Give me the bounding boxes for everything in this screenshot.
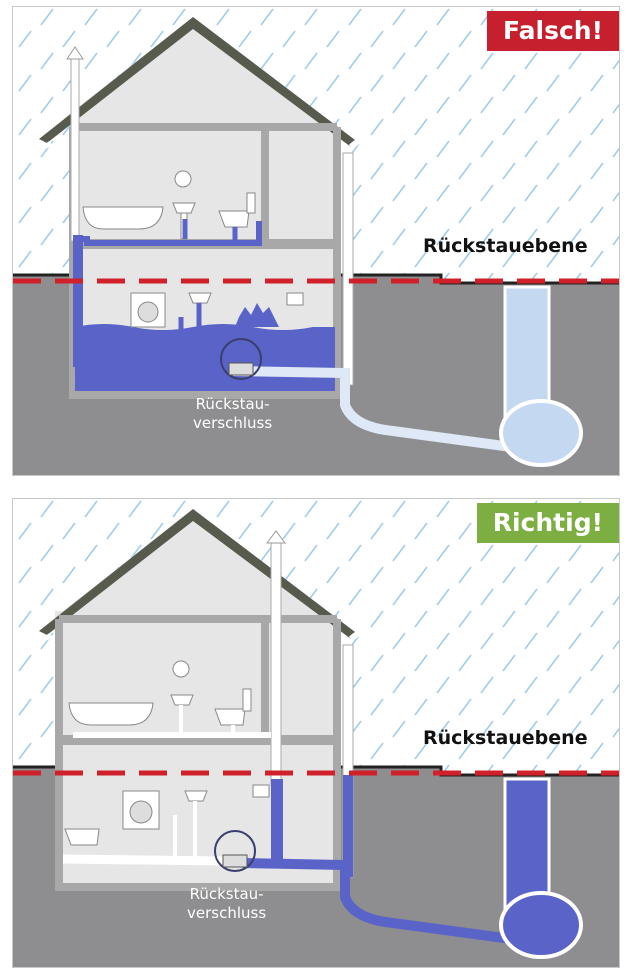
vent-stack (270, 538, 282, 786)
control-box (252, 784, 270, 798)
water-splash (235, 303, 279, 327)
backflow-valve-label: Rückstau- verschluss (193, 395, 273, 432)
sewer-connection-pipe (232, 366, 512, 452)
control-box (286, 292, 304, 306)
soil-stack-filled (271, 779, 283, 865)
basement-sink (188, 292, 212, 304)
vent-stack (70, 54, 80, 242)
basement-sink (184, 790, 208, 802)
diagram-panel-wrong: Falsch! Rückstauebene Rückstau- verschlu… (12, 6, 620, 476)
mirror (172, 660, 190, 678)
fixture-traps (179, 705, 235, 735)
public-sewer-filled (499, 891, 583, 959)
attic-floor (75, 123, 337, 131)
public-sewer (499, 399, 583, 467)
ground-floor-slab (59, 735, 337, 745)
washing-machine-door (129, 800, 153, 824)
vent-cap (266, 530, 286, 544)
gutter-left (29, 140, 53, 150)
toilet-cistern (246, 192, 256, 214)
verdict-badge-correct: Richtig! (476, 503, 619, 543)
basement-collector-pipe-filled (74, 362, 234, 376)
basement-traps (178, 303, 202, 337)
fixture-traps (182, 219, 238, 243)
basement-traps (173, 801, 197, 859)
toilet (218, 210, 250, 228)
bathtub (82, 206, 164, 230)
basement-flood-water (75, 324, 335, 391)
washbasin (170, 694, 194, 706)
attic-floor (59, 615, 337, 623)
backflow-valve-highlight (214, 830, 256, 872)
gutter-right (348, 136, 379, 150)
diagram-panel-correct: Richtig! Rückstauebene Rückstau- verschl… (12, 498, 620, 968)
soil-stack-filled (73, 235, 83, 367)
backflow-level-label: Rückstauebene (423, 235, 588, 257)
manhole-shaft (503, 285, 551, 419)
washbasin (172, 202, 196, 214)
basement-floor (59, 883, 337, 891)
interior-wall (261, 131, 269, 239)
basement-floor (75, 391, 337, 399)
verdict-badge-wrong: Falsch! (487, 11, 619, 51)
toilet-cistern (242, 688, 252, 712)
rain-downpipe (342, 152, 354, 386)
house-wall-right (333, 619, 341, 891)
house-drainage-illustration-correct (13, 499, 619, 967)
toilet (214, 708, 246, 726)
vent-cap (66, 46, 84, 60)
sewer-connection-pipe-filled (242, 858, 512, 944)
house-wall-right (333, 127, 341, 399)
mirror (174, 170, 192, 188)
gutter-left (29, 632, 53, 642)
manhole-shaft-filled (503, 777, 551, 911)
house-wall-left (55, 619, 63, 891)
backflow-valve-highlight (220, 338, 262, 380)
backflow-valve-label: Rückstau- verschluss (187, 885, 267, 922)
backflow-valve (228, 362, 254, 376)
backflow-level-label: Rückstauebene (423, 727, 588, 749)
bathtub (68, 702, 154, 726)
basement-toilet (64, 828, 100, 846)
upper-drain-pipe (79, 221, 262, 246)
interior-wall (261, 623, 269, 735)
backflow-valve (222, 854, 248, 868)
basement-collector-pipe (62, 854, 224, 866)
house-drainage-illustration-wrong (13, 7, 619, 475)
downpipe-filled (343, 775, 353, 877)
gutter-right (348, 628, 379, 642)
washing-machine-door (137, 301, 159, 323)
